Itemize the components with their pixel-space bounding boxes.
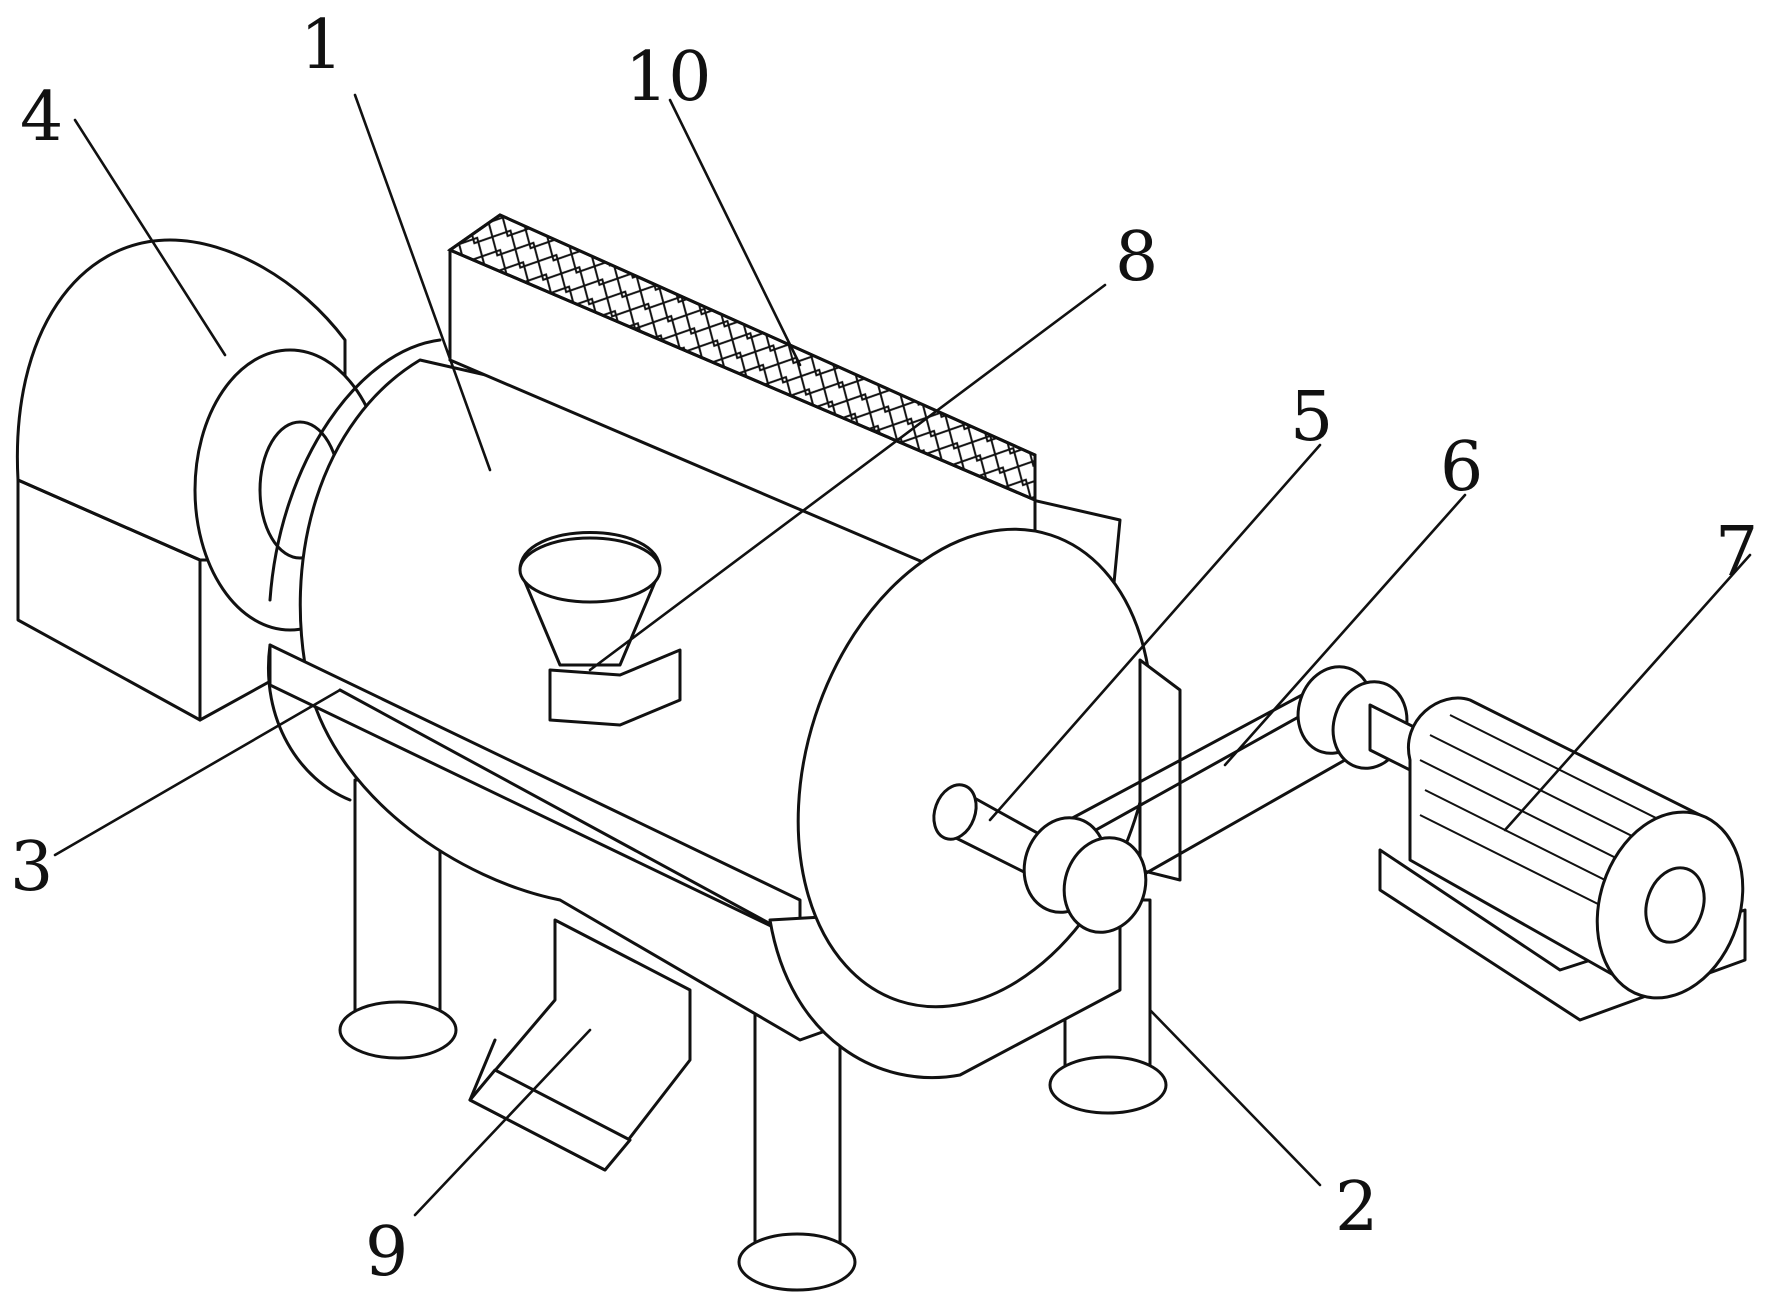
label-9: 9: [365, 1213, 408, 1292]
label-1: 1: [300, 6, 343, 85]
label-10: 10: [625, 38, 712, 117]
motor: [1378, 696, 1747, 1022]
label-2: 2: [1335, 1168, 1378, 1247]
label-8: 8: [1115, 218, 1158, 297]
belt-drive: [1022, 665, 1422, 934]
leader-lines: [53, 93, 1752, 1217]
label-5: 5: [1290, 378, 1333, 457]
label-3: 3: [10, 828, 53, 907]
label-7: 7: [1715, 513, 1758, 592]
feed-hopper: [518, 531, 682, 727]
label-4: 4: [20, 78, 63, 157]
label-6: 6: [1440, 428, 1483, 507]
discharge-chute: [468, 918, 692, 1172]
mesh-screen-box: [446, 213, 1037, 612]
reference-numerals: 1 2 3 4 5 6 7 8 9 10: [10, 6, 1758, 1292]
